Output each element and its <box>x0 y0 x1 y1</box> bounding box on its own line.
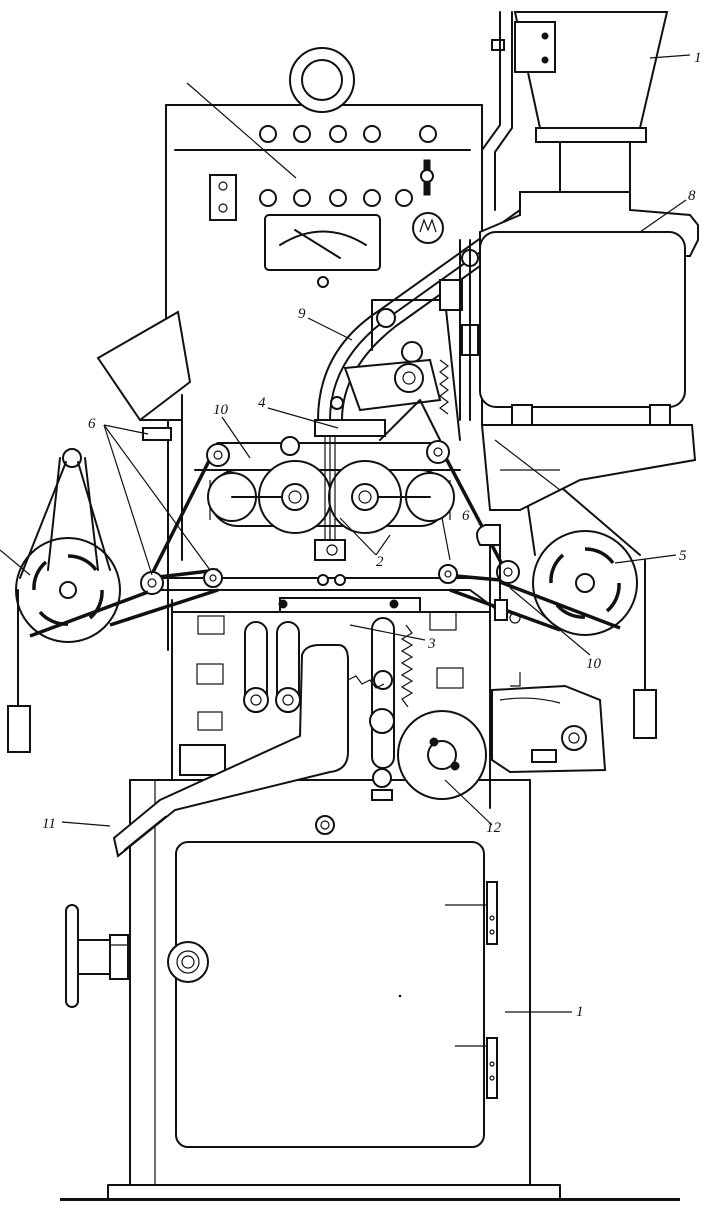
indicator-lamps-row1 <box>259 125 437 143</box>
right-reel <box>511 441 657 739</box>
bolt <box>315 815 335 835</box>
label-4: 4 <box>258 395 266 411</box>
label-2: 2 <box>376 554 384 570</box>
right-support <box>475 524 521 624</box>
label-10-left: 10 <box>213 402 229 418</box>
label-12: 12 <box>486 820 502 836</box>
indicator-lamps-row2 <box>259 189 413 207</box>
label-10-right: 10 <box>586 656 602 672</box>
label-11: 11 <box>42 816 56 832</box>
guide-pulleys <box>140 436 520 595</box>
label-6-left: 6 <box>88 416 96 432</box>
label-5: 5 <box>679 548 687 564</box>
access-door <box>175 841 498 1148</box>
hopper <box>481 11 669 211</box>
lower-linkages <box>243 597 421 769</box>
belt-frame <box>147 442 507 613</box>
label-1-top: 1 <box>694 50 702 66</box>
upper-chute <box>96 310 192 651</box>
left-reel <box>7 448 121 753</box>
callout-labels: 1 8 9 4 10 6 6 5 2 3 10 11 12 1 <box>42 50 702 1020</box>
label-8: 8 <box>688 188 696 204</box>
star-knob <box>167 941 209 983</box>
pedestal <box>60 779 680 1201</box>
gauge <box>264 214 381 288</box>
hand-wheel <box>65 904 130 1008</box>
forming-rollers <box>207 460 455 561</box>
motor-housing <box>459 191 699 511</box>
control-cabinet <box>165 47 483 426</box>
right-housing <box>491 672 607 774</box>
label-3: 3 <box>427 636 436 652</box>
label-9: 9 <box>298 306 306 322</box>
chute <box>112 644 385 858</box>
cam-wheel <box>369 708 487 801</box>
leader-lines <box>0 54 691 1013</box>
label-6-right: 6 <box>462 508 470 524</box>
label-1-bottom: 1 <box>576 1004 584 1020</box>
